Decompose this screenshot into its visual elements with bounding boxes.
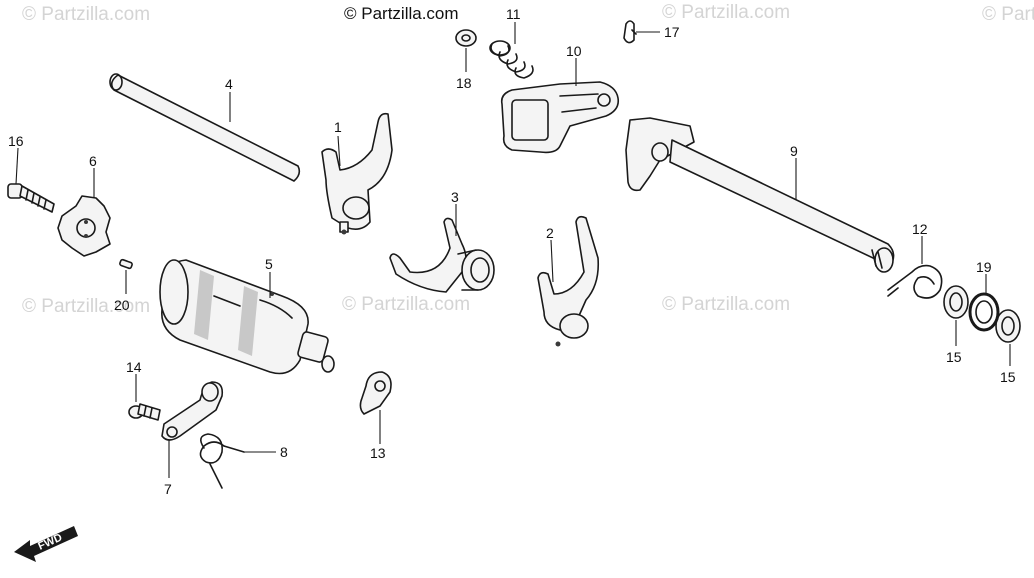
watermark-top-far-right: © Partzilla.com bbox=[982, 4, 1034, 25]
callout-19: 19 bbox=[976, 259, 992, 275]
callout-2: 2 bbox=[546, 225, 554, 241]
callout-18: 18 bbox=[456, 75, 472, 91]
part-3-shift-fork bbox=[389, 217, 495, 293]
part-4-fork-shaft bbox=[109, 73, 301, 182]
part-15-washer-b bbox=[995, 309, 1021, 343]
watermark-top-left: © Partzilla.com bbox=[22, 4, 150, 25]
part-6-drum-plate bbox=[57, 195, 111, 257]
callout-10: 10 bbox=[566, 43, 582, 59]
part-5-shift-drum bbox=[159, 259, 335, 375]
watermark-mid-center: © Partzilla.com bbox=[342, 294, 470, 315]
watermark-mid-right: © Partzilla.com bbox=[662, 294, 790, 315]
callout-14: 14 bbox=[126, 359, 142, 375]
part-13-collar bbox=[359, 371, 392, 415]
callout-1: 1 bbox=[334, 119, 342, 135]
watermarks: © Partzilla.com © Partzilla.com © Partzi… bbox=[22, 2, 1034, 317]
callout-3: 3 bbox=[451, 189, 459, 205]
part-14-bolt bbox=[128, 403, 161, 421]
part-17-clip bbox=[623, 20, 637, 44]
part-16-bolt bbox=[7, 183, 55, 213]
callout-11: 11 bbox=[506, 6, 521, 22]
callout-9: 9 bbox=[790, 143, 798, 159]
callout-5: 5 bbox=[265, 256, 273, 272]
callout-12: 12 bbox=[912, 221, 928, 237]
callout-13: 13 bbox=[370, 445, 386, 461]
fwd-arrow: FWD bbox=[14, 526, 78, 562]
part-15-washer-a bbox=[943, 285, 969, 319]
callout-7: 7 bbox=[164, 481, 172, 497]
copyright-text: © Partzilla.com bbox=[344, 4, 459, 23]
callout-20: 20 bbox=[114, 297, 130, 313]
part-1-shift-fork bbox=[321, 112, 393, 235]
part-10-shift-plate bbox=[500, 81, 620, 154]
part-7-stopper-arm bbox=[161, 381, 224, 441]
watermark-mid-left: © Partzilla.com bbox=[22, 296, 150, 317]
watermark-top-right: © Partzilla.com bbox=[662, 2, 790, 23]
fwd-label: FWD bbox=[36, 532, 64, 553]
leader-lines bbox=[15, 22, 1011, 478]
callout-4: 4 bbox=[225, 76, 233, 92]
part-19-oil-seal bbox=[968, 292, 1000, 332]
callouts: 1 2 3 4 5 6 7 8 9 10 11 12 13 14 15 15 1… bbox=[8, 6, 1016, 497]
callout-15-a: 15 bbox=[946, 349, 962, 365]
callout-16: 16 bbox=[8, 133, 24, 149]
callout-8: 8 bbox=[280, 444, 288, 460]
part-12-return-spring bbox=[887, 264, 943, 299]
part-8-arm-spring bbox=[199, 433, 245, 489]
part-11-spring bbox=[489, 40, 534, 79]
callout-15-b: 15 bbox=[1000, 369, 1016, 385]
part-20-dowel-pin bbox=[119, 258, 133, 270]
part-2-shift-fork bbox=[537, 215, 600, 347]
part-18-washer bbox=[455, 29, 477, 47]
callout-6: 6 bbox=[89, 153, 97, 169]
callout-17: 17 bbox=[664, 24, 680, 40]
part-9-gearshift-spindle bbox=[625, 117, 895, 273]
